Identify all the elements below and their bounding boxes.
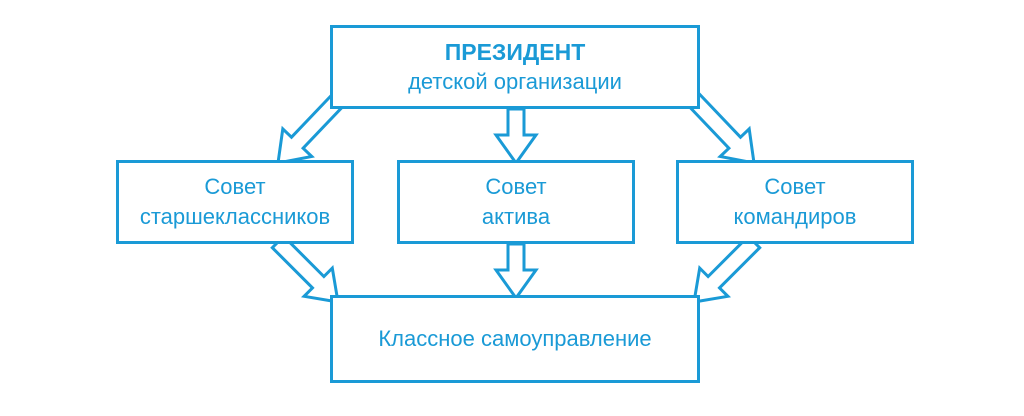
arrow-president-to-senior-council (276, 92, 346, 165)
president-title: ПРЕЗИДЕНТ (444, 39, 586, 65)
commanders-council-box: Совет командиров (676, 160, 914, 244)
president-box: ПРЕЗИДЕНТ детской организации (330, 25, 700, 109)
senior-council-line1: Совет (204, 174, 266, 199)
class-self-government-box: Классное самоуправление (330, 295, 700, 383)
commanders-council-line1: Совет (764, 174, 826, 199)
active-council-line2: актива (481, 204, 551, 229)
active-council-line1: Совет (485, 174, 547, 199)
arrow-commanders-council-to-class-self-government (692, 234, 762, 304)
arrow-senior-council-to-class-self-government (270, 234, 340, 304)
president-subtitle: детской организации (408, 69, 622, 94)
arrow-active-council-to-class-self-government (493, 242, 539, 301)
commanders-council-line2: командиров (733, 204, 857, 229)
arrow-president-to-active-council (493, 107, 539, 166)
class-self-government-label: Классное самоуправление (378, 326, 652, 351)
senior-council-line2: старшеклассников (139, 204, 331, 229)
senior-council-box: Совет старшеклассников (116, 160, 354, 244)
arrow-president-to-commanders-council (686, 92, 756, 165)
active-council-box: Совет актива (397, 160, 635, 244)
